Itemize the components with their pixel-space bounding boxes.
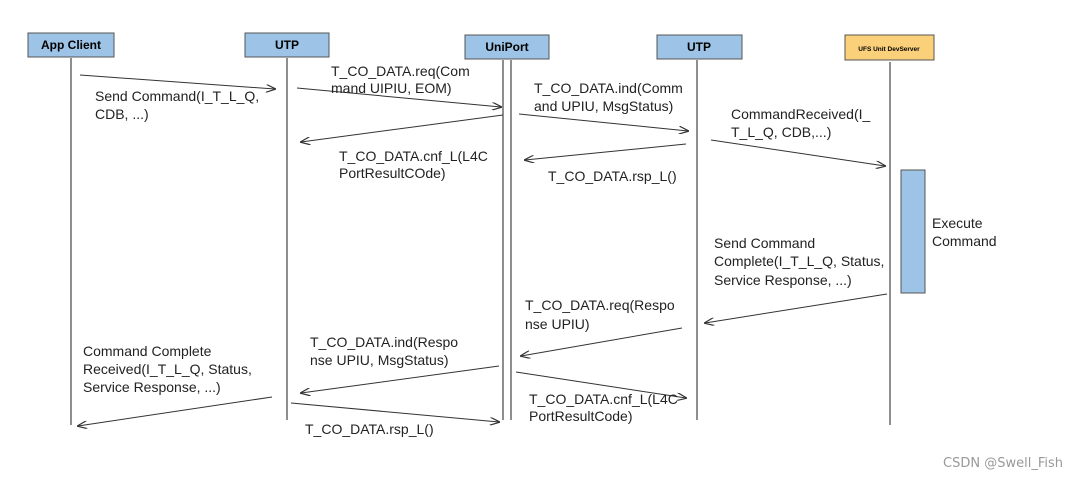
message-label: T_CO_DATA.cnf_L(L4C PortResultCOde) <box>339 148 492 181</box>
message-label-line: mand UIPIU, EOM) <box>331 80 452 96</box>
message-label: T_CO_DATA.ind(Respo nse UPIU, MsgStatus) <box>310 334 462 368</box>
message-label-line: T_CO_DATA.cnf_L(L4C <box>529 391 678 407</box>
participant-label: UTP <box>275 38 299 52</box>
participant-label: UTP <box>687 40 711 54</box>
arrow-send-command-complete <box>705 293 888 323</box>
message-label-line: Command Complete <box>83 343 212 359</box>
message-label-line: T_CO_DATA.rsp_L() <box>548 168 677 184</box>
activation-bar <box>900 169 926 294</box>
message-labels: Send Command(I_T_L_Q, CDB, ...) T_CO_DAT… <box>83 63 888 437</box>
message-label-line: Received(I_T_L_Q, Status, <box>83 361 252 377</box>
message-label-line: CommandReceived(I_ <box>731 106 870 122</box>
message-label-line: T_CO_DATA.req(Respo <box>525 297 675 313</box>
participant-utp-device: UTP <box>656 34 743 60</box>
message-label-line: T_CO_DATA.ind(Comm <box>534 80 683 96</box>
arrow-tco-cnf-2 <box>515 371 686 398</box>
arrow-tco-req-response <box>521 327 683 356</box>
message-label: Command Complete Received(I_T_L_Q, Statu… <box>83 343 256 395</box>
message-label: T_CO_DATA.rsp_L() <box>305 421 434 437</box>
participant-box <box>656 34 743 60</box>
arrow-tco-ind-response <box>301 365 500 393</box>
message-label: T_CO_DATA.req(Respo nse UPIU) <box>525 297 679 332</box>
participant-uniport: UniPort <box>464 34 550 60</box>
message-label-line: Service Response, ...) <box>714 272 852 288</box>
message-label-line: T_CO_DATA.cnf_L(L4C <box>339 148 488 164</box>
arrow-command-received <box>710 139 885 166</box>
message-label-line: T_CO_DATA.ind(Respo <box>310 334 458 350</box>
message-label: CommandReceived(I_ T_L_Q, CDB,...) <box>731 106 874 140</box>
participant-label: UFS Unit DevServer <box>858 46 920 53</box>
watermark: CSDN @Swell_Fish <box>943 456 1063 471</box>
participant-box <box>27 32 115 58</box>
participant-utp-host: UTP <box>244 32 330 58</box>
participant-label: UniPort <box>485 40 528 54</box>
message-label-line: T_CO_DATA.req(Com <box>331 63 470 79</box>
message-label-line: T_CO_DATA.rsp_L() <box>305 421 434 437</box>
message-label-line: Send Command <box>714 235 815 251</box>
message-label: T_CO_DATA.rsp_L() <box>548 168 677 184</box>
participant-label: App Client <box>41 38 101 52</box>
participant-box <box>844 34 935 61</box>
message-label-line: PortResultCOde) <box>339 165 446 181</box>
lifelines <box>70 58 891 425</box>
message-label-line: Send Command(I_T_L_Q, <box>95 88 259 104</box>
arrow-tco-cnf-1 <box>301 114 504 142</box>
message-label: Send Command(I_T_L_Q, CDB, ...) <box>95 88 263 122</box>
message-label-line: Complete(I_T_L_Q, Status, <box>714 253 884 269</box>
activation-label-line: Command <box>932 233 997 249</box>
message-label-line: T_L_Q, CDB,...) <box>731 124 831 140</box>
participant-app-client: App Client <box>27 32 115 58</box>
arrow-tco-ind-command <box>518 113 688 131</box>
message-label: T_CO_DATA.cnf_L(L4C PortResultCode) <box>529 391 682 424</box>
participant-box <box>464 34 550 60</box>
message-label-line: PortResultCode) <box>529 408 633 424</box>
arrow-command-complete-received <box>78 396 273 426</box>
participant-ufs-server: UFS Unit DevServer <box>844 34 935 61</box>
message-label-line: CDB, ...) <box>95 106 149 122</box>
participant-box <box>244 32 330 58</box>
message-label: T_CO_DATA.ind(Comm and UPIU, MsgStatus) <box>534 80 687 114</box>
message-label-line: nse UPIU, MsgStatus) <box>310 352 449 368</box>
message-label-line: Service Response, ...) <box>83 379 221 395</box>
arrow-tco-req-command <box>296 87 501 107</box>
activation-label-line: Execute <box>932 215 983 231</box>
message-label-line: and UPIU, MsgStatus) <box>534 98 673 114</box>
message-label: T_CO_DATA.req(Com mand UIPIU, EOM) <box>331 63 474 96</box>
message-label: Send Command Complete(I_T_L_Q, Status, S… <box>714 235 888 288</box>
activation-label: Execute Command <box>932 215 997 249</box>
arrow-tco-rsp-1 <box>525 143 687 160</box>
arrow-tco-rsp-2 <box>290 402 499 422</box>
arrow-send-command <box>79 74 275 89</box>
message-label-line: nse UPIU) <box>525 316 590 332</box>
message-arrows <box>78 74 888 426</box>
